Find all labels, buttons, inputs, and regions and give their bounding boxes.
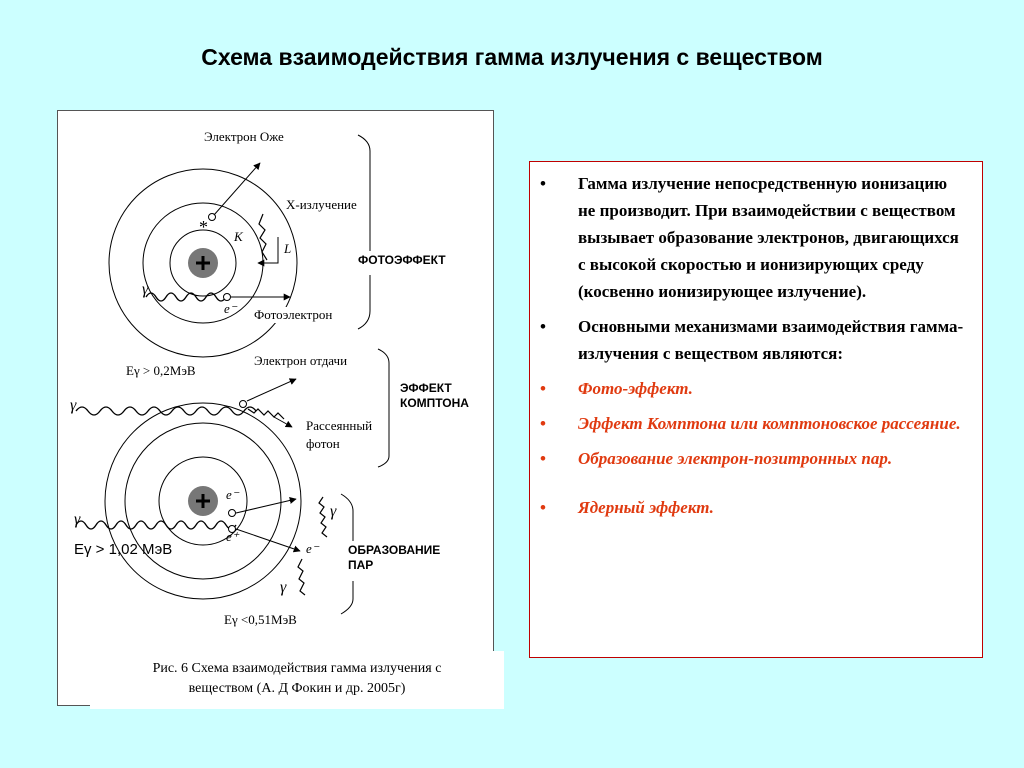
bullet-text: Эффект Комптона или комптоновское рассея… — [578, 414, 961, 433]
photoelectron-symbol: e⁻ — [224, 301, 237, 316]
figure-caption: Рис. 6 Схема взаимодействия гамма излуче… — [90, 651, 504, 709]
shell-k-label: K — [234, 229, 243, 244]
bullet-item: • Образование электрон-позитронных пар. — [530, 445, 968, 472]
bullet-dot: • — [540, 498, 546, 517]
positron-symbol: e⁺ — [226, 529, 239, 544]
bullet-dot: • — [540, 317, 546, 336]
photoeffect-box-label: ФОТОЭФФЕКТ — [358, 253, 446, 267]
electron-symbol-2: e⁻ — [226, 487, 239, 502]
energy-label-1: Eγ > 0,2МэВ — [126, 363, 196, 379]
recoil-electron-dot — [239, 400, 247, 408]
atom-diagram — [75, 134, 390, 615]
photoeffect-box: ФОТОЭФФЕКТ — [354, 251, 470, 275]
photoelectron-dot — [223, 293, 231, 301]
atom-photoeffect — [108, 162, 298, 358]
bullet-item: • Основными механизмами взаимодействия га… — [530, 313, 968, 367]
interaction-figure: Электрон Оже Х-излучение K L * γ e⁻ Фото… — [57, 110, 504, 709]
bullet-text: Образование электрон-позитронных пар. — [578, 449, 893, 468]
bullet-dot: • — [540, 174, 546, 193]
pair-box-line2: ПАР — [348, 558, 374, 572]
photoeffect-bracket — [357, 134, 371, 330]
gamma-label-4: γ — [330, 503, 337, 520]
bullet-list: • Гамма излучение непосредственную иониза… — [530, 170, 968, 521]
pair-box: ОБРАЗОВАНИЕ ПАР — [344, 541, 468, 581]
gamma-label-2: γ — [70, 397, 77, 414]
bullet-text: Гамма излучение непосредственную ионизац… — [578, 174, 959, 301]
bullet-text: Фото-эффект. — [578, 379, 693, 398]
bullet-text: Ядерный эффект. — [578, 498, 714, 517]
xray-label: Х-излучение — [286, 197, 357, 213]
compton-box-line1: ЭФФЕКТ — [400, 381, 452, 395]
electron-symbol-3: e⁻ — [306, 541, 319, 556]
caption-line-2: веществом (А. Д Фокин и др. 2005г) — [188, 681, 406, 696]
bullet-dot: • — [540, 414, 546, 433]
gamma-label-1: γ — [142, 281, 149, 298]
star-marker: * — [199, 217, 208, 237]
scattered-photon-label-2: фотон — [306, 436, 340, 452]
shell-l-label: L — [284, 241, 292, 256]
compton-box-line2: КОМПТОНА — [400, 396, 469, 410]
energy-label-3: Eγ <0,51МэВ — [224, 612, 297, 628]
gamma-label-3: γ — [74, 511, 81, 528]
bullet-text: Основными механизмами взаимодействия гам… — [578, 317, 964, 363]
bullet-item: • Эффект Комптона или комптоновское рассе… — [530, 410, 968, 437]
photoelectron-label: Фотоэлектрон — [254, 307, 333, 323]
bullet-text-box: • Гамма излучение непосредственную иониза… — [529, 161, 983, 658]
bullet-item: • Фото-эффект. — [530, 375, 968, 402]
compton-box: ЭФФЕКТ КОМПТОНА — [396, 379, 484, 419]
recoil-electron-label: Электрон отдачи — [254, 353, 348, 369]
pair-box-line1: ОБРАЗОВАНИЕ — [348, 543, 441, 557]
atom-compton-pair — [75, 378, 328, 600]
bullet-item: • Гамма излучение непосредственную иониза… — [530, 170, 968, 305]
auger-electron — [208, 213, 216, 221]
compton-bracket — [377, 348, 390, 468]
bullet-item: • Ядерный эффект. — [530, 494, 968, 521]
slide-title: Схема взаимодействия гамма излучения с в… — [201, 44, 823, 70]
caption-line-1: Рис. 6 Схема взаимодействия гамма излуче… — [152, 661, 442, 676]
auger-electron-label: Электрон Оже — [204, 129, 284, 145]
gamma-label-5: γ — [280, 579, 287, 596]
bullet-dot: • — [540, 449, 546, 468]
energy-label-2: Eγ > 1,02 МэВ — [74, 541, 173, 558]
scattered-photon-label-1: Рассеянный — [306, 418, 373, 434]
bullet-dot: • — [540, 379, 546, 398]
